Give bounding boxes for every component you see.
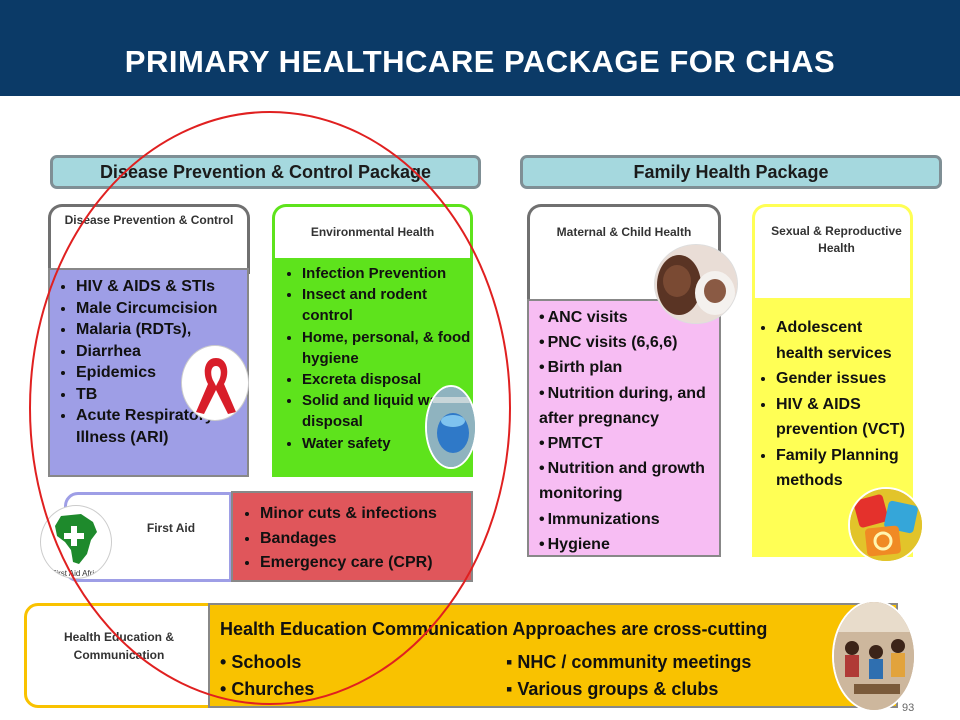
- water-container-image: [425, 385, 477, 469]
- list-item: Nutrition during, and after pregnancy: [539, 381, 719, 431]
- title-banner: [0, 0, 960, 96]
- health-ed-card-body: Health Education Communication Approache…: [208, 603, 898, 708]
- health-ed-card-header: Health Education & Communication: [24, 603, 214, 708]
- list-item: Minor cuts & infections: [260, 502, 471, 527]
- list-item: ANC visits: [539, 305, 719, 330]
- health-ed-left-list: • Schools • Churches: [220, 649, 314, 703]
- condoms-image: [848, 487, 924, 563]
- first-aid-africa-logo: First Aid Africa: [40, 505, 112, 579]
- red-ribbon-image: [181, 345, 249, 421]
- mother-child-photo: [654, 244, 738, 324]
- list-item: Insect and rodent control: [302, 284, 473, 326]
- disease-card-title: Disease Prevention & Control: [64, 213, 234, 227]
- maternal-card-body: ANC visits PNC visits (6,6,6) Birth plan…: [527, 299, 721, 557]
- list-item: PNC visits (6,6,6): [539, 330, 719, 355]
- list-item: Hygiene: [539, 532, 719, 557]
- disease-prevention-package-label: Disease Prevention & Control Package: [99, 161, 432, 182]
- list-item: ▪ NHC / community meetings: [506, 652, 752, 672]
- maternal-card-title: Maternal & Child Health: [556, 225, 692, 239]
- list-item: ▪ Various groups & clubs: [506, 679, 719, 699]
- list-item: HIV & AIDS & STIs: [76, 276, 247, 298]
- list-item: Home, personal, & food hygiene: [302, 327, 473, 369]
- disease-prevention-package-bar: Disease Prevention & Control Package: [50, 155, 481, 189]
- list-item: Malaria (RDTs),: [76, 319, 247, 341]
- list-item: Nutrition and growth monitoring: [539, 456, 719, 506]
- list-item: Male Circumcision: [76, 298, 247, 320]
- list-item: PMTCT: [539, 431, 719, 456]
- health-ed-headline: Health Education Communication Approache…: [220, 619, 768, 639]
- family-health-package-label: Family Health Package: [633, 161, 829, 182]
- sexual-card-header: Sexual & Reproductive Health: [752, 204, 913, 308]
- list-item: Adolescent health services: [776, 315, 913, 366]
- mother-baby-icon: [655, 245, 737, 323]
- environmental-card-title: Environmental Health: [310, 225, 435, 239]
- community-group-photo: [832, 600, 916, 712]
- page-title: PRIMARY HEALTHCARE PACKAGE FOR CHAS: [124, 44, 836, 79]
- page-number: 93: [902, 702, 915, 714]
- list-item: • Churches: [220, 679, 315, 699]
- list-item: Family Planning methods: [776, 443, 913, 494]
- list-item: Gender issues: [776, 366, 913, 392]
- list-item: Infection Prevention: [302, 263, 473, 284]
- africa-map-icon: First Aid Africa: [51, 514, 103, 578]
- family-health-package-bar: Family Health Package: [520, 155, 942, 189]
- health-ed-card-title: Health Education & Communication: [63, 630, 174, 662]
- red-ribbon-icon: [196, 358, 236, 414]
- list-item: • Schools: [220, 652, 302, 672]
- list-item: Birth plan: [539, 355, 719, 380]
- first-aid-card-body: Minor cuts & infections Bandages Emergen…: [231, 491, 473, 582]
- condom-packets-icon: [850, 489, 922, 561]
- disease-card-header: Disease Prevention & Control: [48, 204, 250, 274]
- list-item: Bandages: [260, 527, 471, 552]
- community-meeting-icon: [834, 602, 914, 710]
- sexual-card-title: Sexual & Reproductive Health: [771, 224, 902, 255]
- list-item: HIV & AIDS prevention (VCT): [776, 392, 913, 443]
- sexual-card-body: Adolescent health services Gender issues…: [752, 298, 913, 557]
- first-aid-card-title: First Aid: [146, 521, 196, 535]
- health-ed-right-list: ▪ NHC / community meetings ▪ Various gro…: [506, 649, 751, 703]
- list-item: Emergency care (CPR): [260, 551, 471, 576]
- list-item: Immunizations: [539, 507, 719, 532]
